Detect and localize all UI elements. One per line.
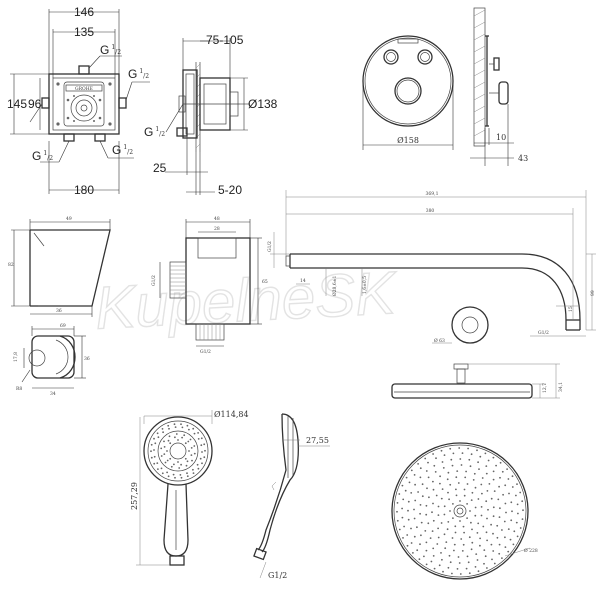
dim-75-105: 75-105 <box>206 33 244 47</box>
hand-dim-length: 257,29 <box>130 482 139 510</box>
dim-135: 135 <box>74 25 94 39</box>
wall-rosette: Ø 63 <box>432 306 489 344</box>
rain-dim-228: Ø 228 <box>524 547 538 554</box>
holder-dim-36: 36 <box>56 308 62 314</box>
plate-dim-43: 43 <box>518 154 528 163</box>
plate-dim-10: 10 <box>496 133 506 142</box>
dim-146: 146 <box>74 5 94 19</box>
dim-180: 180 <box>74 183 94 197</box>
rain-shower-head-front-view: Ø 228 <box>391 442 538 580</box>
arm-dim-14: 14 <box>300 278 306 284</box>
holder-dim-36-plan: 36 <box>84 356 90 362</box>
head-shower-side-view: 12,7 34,1 <box>391 363 564 399</box>
rosette-dim-63: Ø 63 <box>434 337 445 344</box>
holder-dim-34: 34 <box>50 391 56 397</box>
elbow-thread-bottom: G1/2 <box>200 349 211 355</box>
arm-dim-380: 380 <box>426 208 435 214</box>
elbow-dim-65: 65 <box>262 279 268 285</box>
elbow-dim-28: 28 <box>214 226 220 232</box>
arm-dim-15: 15 <box>568 306 574 312</box>
hand-side-thread: G1/2 <box>268 571 287 580</box>
hand-shower-holder-plan: 69 36 34 17,8 R8 <box>13 323 90 397</box>
dim-diam-138: Ø138 <box>248 97 278 111</box>
dim-25: 25 <box>153 161 167 175</box>
shower-arm-elevation: 369,1 380 G1/2 14 Ø28,6±1 1,6±0,5 99 15 … <box>267 190 596 337</box>
dim-145: 145 <box>7 97 27 111</box>
arm-dim-28: Ø28,6±1 <box>331 276 338 296</box>
grohe-logo-text: GROHE <box>75 86 93 92</box>
cover-plate-front-view: Ø158 <box>362 35 454 150</box>
plate-dim-158: Ø158 <box>397 136 419 145</box>
holder-dim-82: 82 <box>8 262 14 268</box>
holder-dim-r8: R8 <box>16 386 22 392</box>
hand-shower-side-view: 27,55 G1/2 <box>253 413 330 580</box>
arm-dim-369: 369,1 <box>426 191 439 197</box>
dim-5-20: 5-20 <box>218 183 242 197</box>
hand-shower-holder-elevation: 49 82 36 <box>8 216 111 317</box>
head-dim-12-7: 12,7 <box>542 383 548 393</box>
arm-thread-label: G1/2 <box>267 241 273 252</box>
watermark-text: KupelneSK <box>93 259 399 342</box>
arm-dim-99: 99 <box>590 290 596 296</box>
concealed-box-front-view: GROHE <box>7 5 150 197</box>
arm-dim-angle: 1,6±0,5 <box>362 276 368 294</box>
hand-shower-front-view: Ø114,84 257,29 <box>130 410 249 566</box>
wall-elbow-section: 48 28 65 G1/2 G1/2 <box>151 216 268 355</box>
cover-plate-side-view: 10 43 <box>470 7 528 166</box>
holder-dim-49: 49 <box>66 216 72 222</box>
head-dim-34-1: 34,1 <box>558 382 564 392</box>
dim-96: 96 <box>28 97 42 111</box>
hand-side-dim: 27,55 <box>306 436 329 445</box>
hand-dim-diam: Ø114,84 <box>214 410 249 419</box>
holder-dim-69: 69 <box>60 323 66 329</box>
elbow-thread-side: G1/2 <box>151 275 157 286</box>
arm-thread-bottom: G1/2 <box>538 330 549 336</box>
holder-dim-17-8: 17,8 <box>13 352 19 362</box>
elbow-dim-48: 48 <box>214 216 220 222</box>
